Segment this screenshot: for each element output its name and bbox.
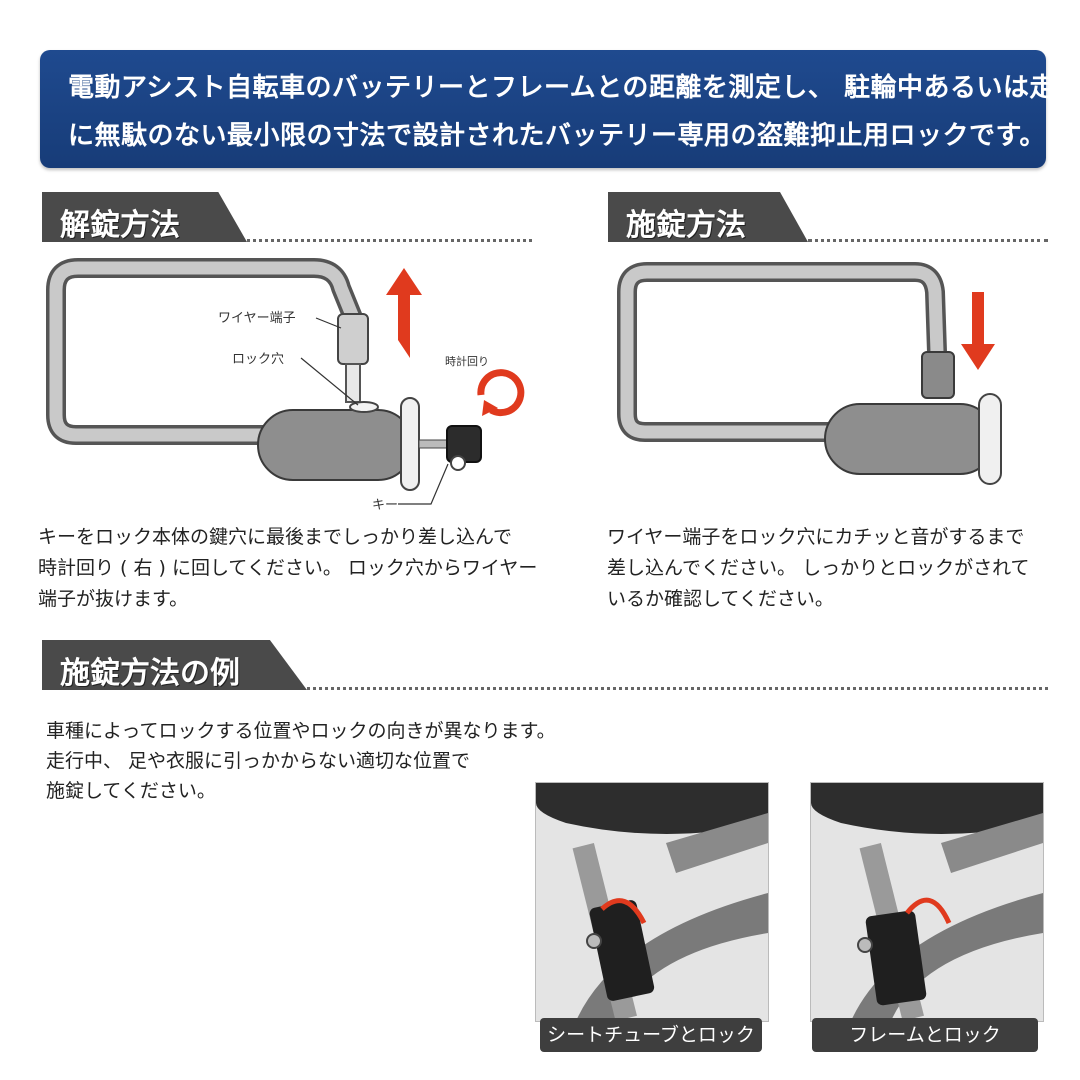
frame-stay	[666, 813, 768, 873]
lock-heading-title: 施錠方法	[626, 208, 746, 243]
lock-heading-tab: 施錠方法	[608, 192, 808, 242]
lock-desc-line: 差し込んでください。 しっかりとロックがされて	[607, 557, 1030, 579]
frame-stay	[941, 813, 1043, 873]
lock-desc-line: ワイヤー端子をロック穴にカチッと音がするまで	[607, 526, 1025, 548]
lock-heading-divider	[808, 239, 1048, 242]
lock-ring	[978, 393, 1002, 485]
lock-hole	[349, 401, 379, 413]
lock-keyhole	[586, 933, 602, 949]
caption-seat-tube-lock: シートチューブとロック	[540, 1018, 762, 1052]
wire-loop-inner	[49, 261, 361, 442]
header-banner: 電動アシスト自転車のバッテリーとフレームとの距離を測定し、 駐輪中あるいは走行中…	[40, 50, 1080, 168]
lock-unit	[589, 900, 655, 1001]
clockwise-arrow	[477, 369, 525, 417]
examples-desc-line: 走行中、 足や衣服に引っかからない適切な位置で	[46, 750, 471, 772]
key-head	[446, 425, 482, 463]
examples-heading-divider	[307, 687, 1048, 690]
unlock-desc-line: 端子が抜けます。	[38, 588, 189, 610]
banner-line-2: に無駄のない最小限の寸法で設計されたバッテリー専用の盗難抑止用ロックです。	[68, 121, 1046, 151]
examples-section-heading: 施錠方法の例	[42, 640, 1048, 690]
unlock-heading-divider	[247, 239, 532, 242]
frame-illustration	[811, 783, 1043, 1021]
key-ring	[450, 455, 466, 471]
clockwise-arrow-head	[482, 400, 498, 416]
key-shaft	[418, 439, 448, 449]
unlock-diagram	[46, 258, 525, 505]
unlock-heading-title: 解錠方法	[60, 208, 180, 243]
photo-frame-lock	[810, 782, 1044, 1022]
lock-unit	[865, 910, 927, 1006]
unlock-description: キーをロック本体の鍵穴に最後までしっかり差し込んで 時計回り ( 右 ) に回し…	[38, 522, 537, 615]
wire-terminal-pin	[345, 363, 361, 403]
label-key: キー	[372, 498, 399, 513]
wire-terminal	[337, 313, 369, 365]
photo-seat-tube-lock	[535, 782, 769, 1022]
lock-description: ワイヤー端子をロック穴にカチッと音がするまで 差し込んでください。 しっかりとロ…	[607, 522, 1030, 615]
wire-terminal	[921, 351, 955, 399]
unlock-heading-tab: 解錠方法	[42, 192, 247, 242]
lock-body	[824, 403, 996, 475]
pull-up-arrow	[386, 268, 422, 358]
examples-heading-title: 施錠方法の例	[60, 656, 240, 691]
lock-desc-line: いるか確認してください。	[607, 588, 834, 610]
unlock-desc-line: 時計回り ( 右 ) に回してください。 ロック穴からワイヤー	[38, 557, 538, 579]
label-lock-hole: ロック穴	[232, 352, 285, 367]
leader-wire-terminal	[315, 317, 342, 329]
examples-desc-line: 車種によってロックする位置やロックの向きが異なります。	[46, 720, 556, 742]
unlock-section-heading: 解錠方法	[42, 192, 532, 242]
examples-description: 車種によってロックする位置やロックの向きが異なります。 走行中、 足や衣服に引っ…	[46, 716, 556, 806]
lock-diagram	[617, 262, 1002, 485]
lock-keyhole	[857, 937, 873, 953]
examples-desc-line: 施錠してください。	[46, 780, 216, 802]
lock-cable	[600, 898, 647, 925]
banner-line-1: 電動アシスト自転車のバッテリーとフレームとの距離を測定し、 駐輪中あるいは走行中	[68, 73, 1080, 103]
caption-frame-lock: フレームとロック	[812, 1018, 1038, 1052]
wire-loop-inner	[620, 265, 944, 439]
label-clockwise: 時計回り	[445, 355, 489, 368]
lock-body	[257, 409, 414, 481]
unlock-desc-line: キーをロック本体の鍵穴に最後までしっかり差し込んで	[38, 526, 513, 548]
examples-heading-tab: 施錠方法の例	[42, 640, 307, 690]
push-down-arrow	[961, 292, 995, 370]
seat-tube-illustration	[536, 783, 768, 1021]
lock-ring	[400, 397, 420, 491]
leader-lock-hole	[300, 357, 359, 406]
label-wire-terminal: ワイヤー端子	[218, 311, 296, 326]
lock-section-heading: 施錠方法	[608, 192, 1048, 242]
lock-cable	[905, 897, 952, 925]
saddle	[811, 783, 1043, 834]
saddle	[536, 783, 768, 834]
leader-key	[398, 463, 449, 505]
